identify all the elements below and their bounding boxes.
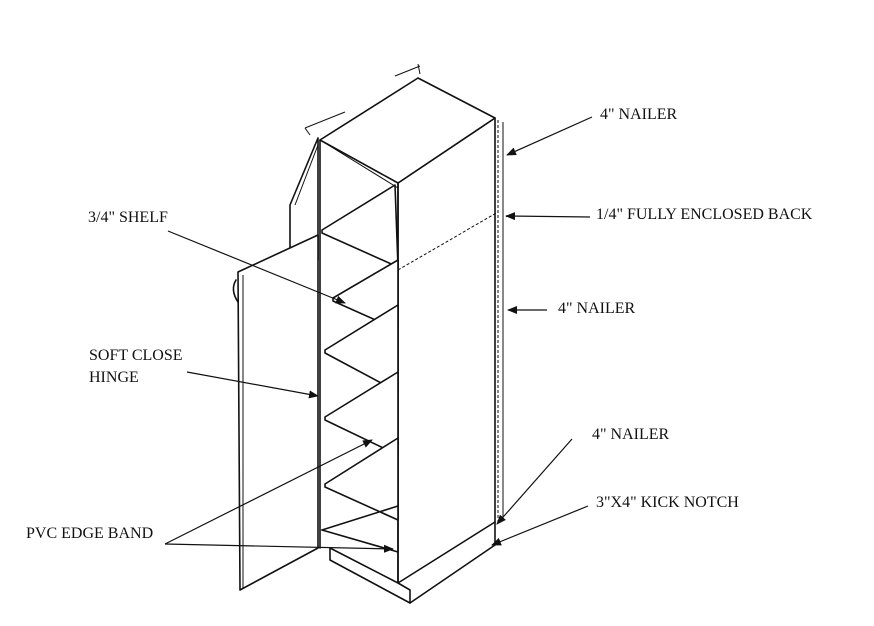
label-hinge-line1: SOFT CLOSE xyxy=(89,347,183,364)
right-side-panel xyxy=(397,117,496,584)
nailer-top-leader xyxy=(506,116,593,156)
shelf-4 xyxy=(324,371,399,456)
kick-notch-leader xyxy=(491,505,589,546)
label-shelf: 3/4" SHELF xyxy=(88,209,168,226)
shelf-leader xyxy=(167,230,346,304)
edge-band-leader-1 xyxy=(164,439,373,545)
shelf-1 xyxy=(321,184,399,268)
label-nailer-top: 4" NAILER xyxy=(600,106,678,123)
kick-base xyxy=(329,547,411,604)
edge-band-leader-2 xyxy=(164,543,394,553)
dimension-ticks xyxy=(304,63,421,136)
nailer-low-leader xyxy=(496,438,573,525)
label-hinge-line2: HINGE xyxy=(89,369,139,386)
shelves xyxy=(321,184,399,553)
label-nailer-mid: 4" NAILER xyxy=(558,300,636,317)
back-leader xyxy=(505,212,591,221)
hinge-leader xyxy=(186,371,319,399)
label-kick-notch: 3"X4" KICK NOTCH xyxy=(596,494,739,511)
label-nailer-low: 4" NAILER xyxy=(592,426,670,443)
shelf-5 xyxy=(324,437,399,521)
label-edge-band: PVC EDGE BAND xyxy=(26,525,153,542)
top-panel xyxy=(319,77,496,184)
lower-door xyxy=(232,234,319,591)
label-back: 1/4" FULLY ENCLOSED BACK xyxy=(596,206,813,223)
